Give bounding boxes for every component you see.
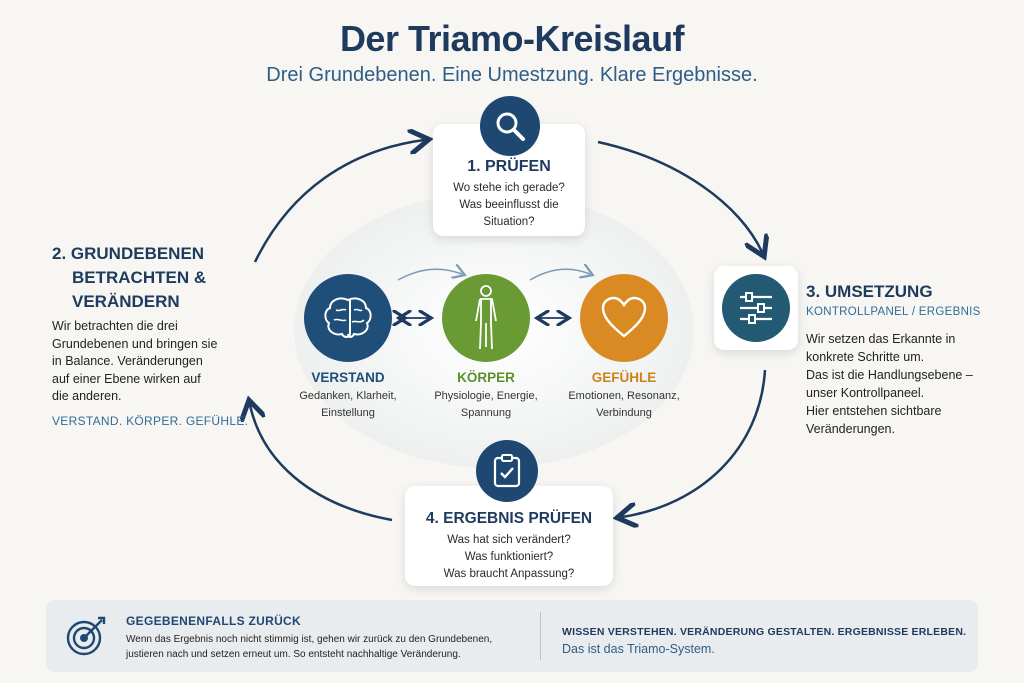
level-koerper-name: KÖRPER (457, 370, 515, 385)
step1-title: 1. PRÜFEN (467, 158, 551, 175)
step3-title: 3. UMSETZUNG (806, 282, 933, 301)
arrow-4-to-2 (250, 405, 393, 522)
footer-tagline: Das ist das Triamo-System. (562, 642, 715, 656)
step4-title: 4. ERGEBNIS PRÜFEN (425, 510, 593, 527)
step3-subtitle: KONTROLLPANEL / ERGEBNIS (806, 306, 981, 318)
brain-icon (304, 274, 392, 362)
body-icon (442, 274, 530, 362)
page-title: Der Triamo-Kreislauf (339, 18, 685, 59)
arrow-3-to-4 (622, 369, 767, 517)
footer-heading: GEGEBENENFALLS ZURÜCK (126, 614, 301, 628)
step2-levels: VERSTAND. KÖRPER. GEFÜHLE. (52, 414, 249, 428)
level-koerper-desc: Physiologie, Energie,Spannung (434, 390, 538, 419)
level-gefuehle-name: GEFÜHLE (591, 370, 657, 385)
level-verstand-desc: Gedanken, Klarheit,Einstellung (299, 390, 397, 419)
target-icon (64, 614, 108, 658)
level-verstand-name: VERSTAND (311, 370, 385, 385)
footer-slogan: WISSEN VERSTEHEN. VERÄNDERUNG GESTALTEN.… (562, 626, 967, 638)
step4-card (405, 486, 613, 586)
heart-icon (580, 274, 668, 362)
page-subtitle: Drei Grundebenen. Eine Umestzung. Klare … (266, 64, 758, 86)
magnifier-icon (480, 96, 540, 156)
small-arrow-1 (397, 269, 462, 281)
footer-divider (540, 612, 541, 660)
step4-text: Was hat sich verändert?Was funktioniert?… (443, 534, 575, 580)
footer-panel (46, 600, 978, 672)
arrow-1-to-3 (597, 140, 762, 252)
footer-text: Wenn das Ergebnis noch nicht stimmig ist… (126, 634, 493, 660)
small-arrow-2 (529, 269, 590, 281)
level-gefuehle-desc: Emotionen, Resonanz,Verbindung (568, 390, 680, 419)
clipboard-check-icon (476, 440, 538, 502)
step2-title: 2. GRUNDEBENEN BETRACHTEN & VERÄNDERN (52, 244, 207, 311)
arrow-2-to-1 (253, 140, 424, 263)
sliders-icon (722, 274, 790, 342)
